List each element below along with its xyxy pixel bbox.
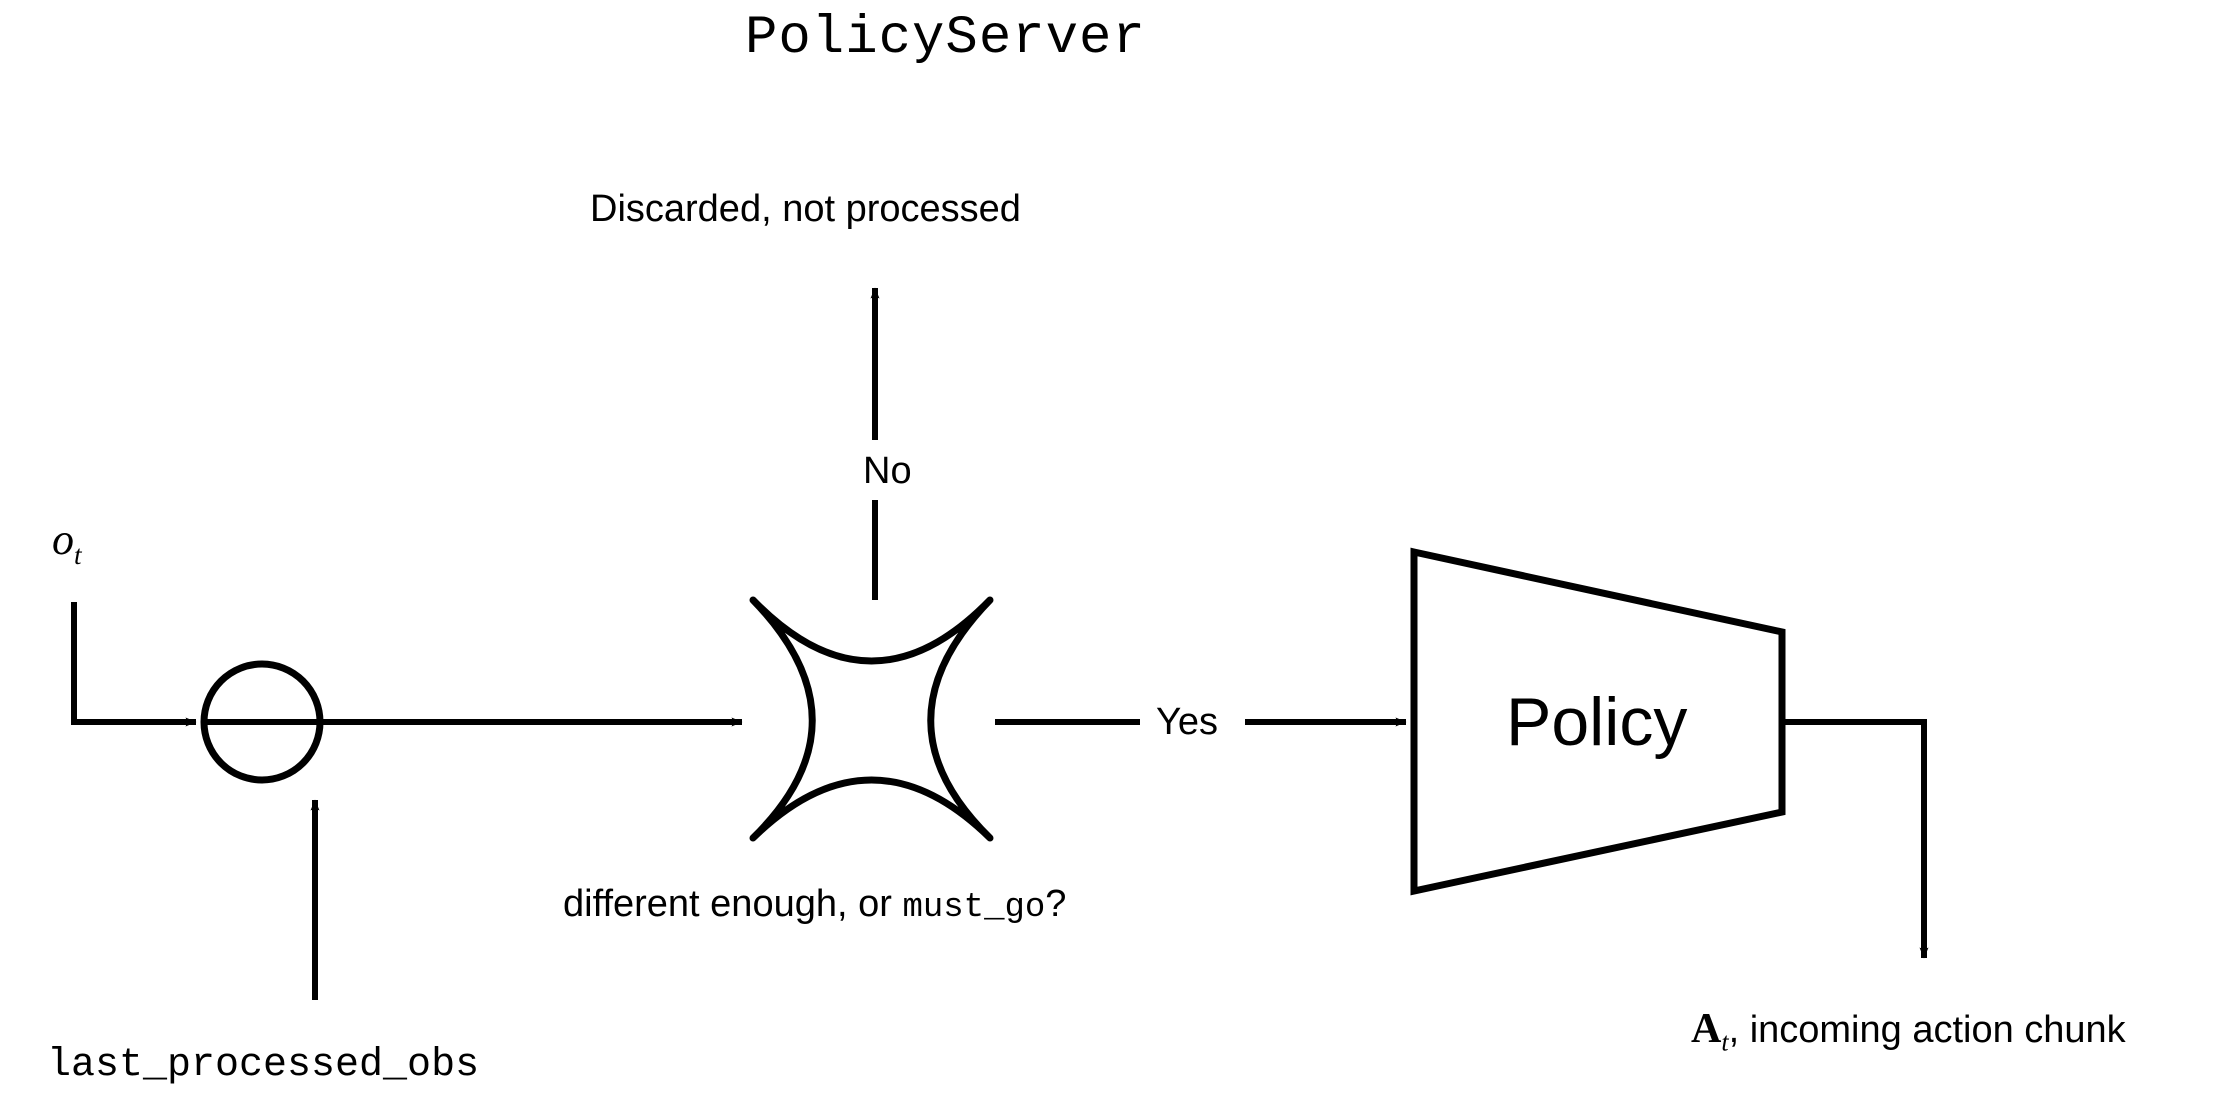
observation-input-label: ot <box>52 518 82 569</box>
observation-input-subscript: t <box>74 539 82 570</box>
action-chunk-subscript: t <box>1721 1027 1729 1057</box>
decision-node-label: different enough, or must_go? <box>563 885 1066 925</box>
merge-junction-node <box>200 660 324 784</box>
page-title: PolicyServer <box>745 8 1146 69</box>
action-chunk-symbol: A <box>1691 1006 1722 1052</box>
decision-label-part-3: ? <box>1045 883 1067 925</box>
edge-observation-to-merge <box>71 602 197 727</box>
decision-label-part-2: must_go <box>902 889 1046 927</box>
edge-label-yes: Yes <box>1150 703 1224 741</box>
action-chunk-description: , incoming action chunk <box>1728 1009 2126 1051</box>
observation-input-symbol: o <box>52 515 74 564</box>
last-processed-obs-label: last_processed_obs <box>47 1043 480 1088</box>
policy-node-label: Policy <box>1506 684 1688 760</box>
policy-node <box>1410 547 1786 896</box>
decision-label-part-1: different enough, or <box>563 883 903 925</box>
discarded-label: Discarded, not processed <box>590 188 1021 230</box>
edge-policy-to-actionchunk <box>1782 719 1929 959</box>
decision-node <box>749 596 994 842</box>
action-chunk-label: At, incoming action chunk <box>1691 1008 2126 1056</box>
edge-label-no: No <box>857 452 918 490</box>
